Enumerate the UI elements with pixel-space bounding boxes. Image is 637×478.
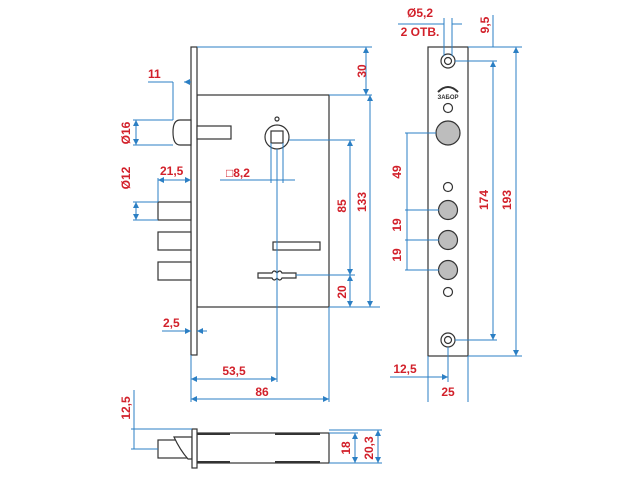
dim-key-to-bottom: 20 [335,285,349,299]
dim-screw-hole: Ø5,2 [407,6,433,20]
brand-logo: ЗАБОР [437,95,458,101]
dim-overall-thickness: 20,3 [362,436,376,460]
dim-spindle-to-key: 85 [335,199,349,213]
dim-screw-hole-count: 2 ОТВ. [401,25,440,39]
hole [442,286,454,298]
hole [442,181,454,193]
hole [442,102,454,114]
dim-bolt-offset: 11 [148,67,161,81]
dim-hole-center: 12,5 [393,362,417,376]
deadbolt-2 [157,231,192,251]
bottom-view: 12,5 18 20,3 [119,390,382,469]
dim-bolt-projection: 21,5 [160,164,184,178]
dim-bolt-pitch-1: 19 [390,218,404,232]
faceplate-view: ЗАБОР Ø5,2 2 ОТВ. 9,5 174 193 49 19 [390,6,522,402]
dim-faceplate-width: 25 [441,385,455,399]
deadbolt-1 [157,201,192,221]
front-view: 11 Ø16 Ø12 21,5 □8,2 30 85 133 20 2,5 53… [119,46,380,402]
dim-bolt-pitch-2: 19 [390,248,404,262]
dim-body-height: 133 [355,192,369,212]
dim-latch-diameter: Ø16 [119,121,133,144]
dim-top-offset: 30 [355,64,369,78]
dim-faceplate-height: 193 [500,190,514,210]
dim-body-thickness: 18 [339,441,353,455]
dim-hole-offset: 9,5 [478,16,492,33]
logo-mark [437,86,459,93]
faceplate-bottom [191,428,198,469]
latch-bottom [173,436,193,460]
dim-hole-spacing: 174 [477,190,491,210]
latch-hole [435,120,461,146]
bolt-hole-2 [437,229,459,251]
body-bottom [196,432,330,464]
latch-bolt [172,119,192,146]
spindle-square [270,130,284,144]
dim-bolt-center: 12,5 [119,396,133,420]
dim-faceplate-thickness: 2,5 [163,316,180,330]
dim-spindle-square: □8,2 [226,166,250,180]
deadbolt-3 [157,261,192,281]
dim-bolt-diameter: Ø12 [119,166,133,189]
dim-backset: 53,5 [222,364,246,378]
bolt-hole-1 [437,199,459,221]
bolt-hole-3 [437,259,459,281]
faceplate-side [190,46,198,356]
latch-tail [196,125,232,140]
slot [272,241,321,251]
small-hole [274,116,280,122]
dim-body-depth: 86 [255,385,269,399]
dim-latch-to-bolt: 49 [390,165,404,179]
